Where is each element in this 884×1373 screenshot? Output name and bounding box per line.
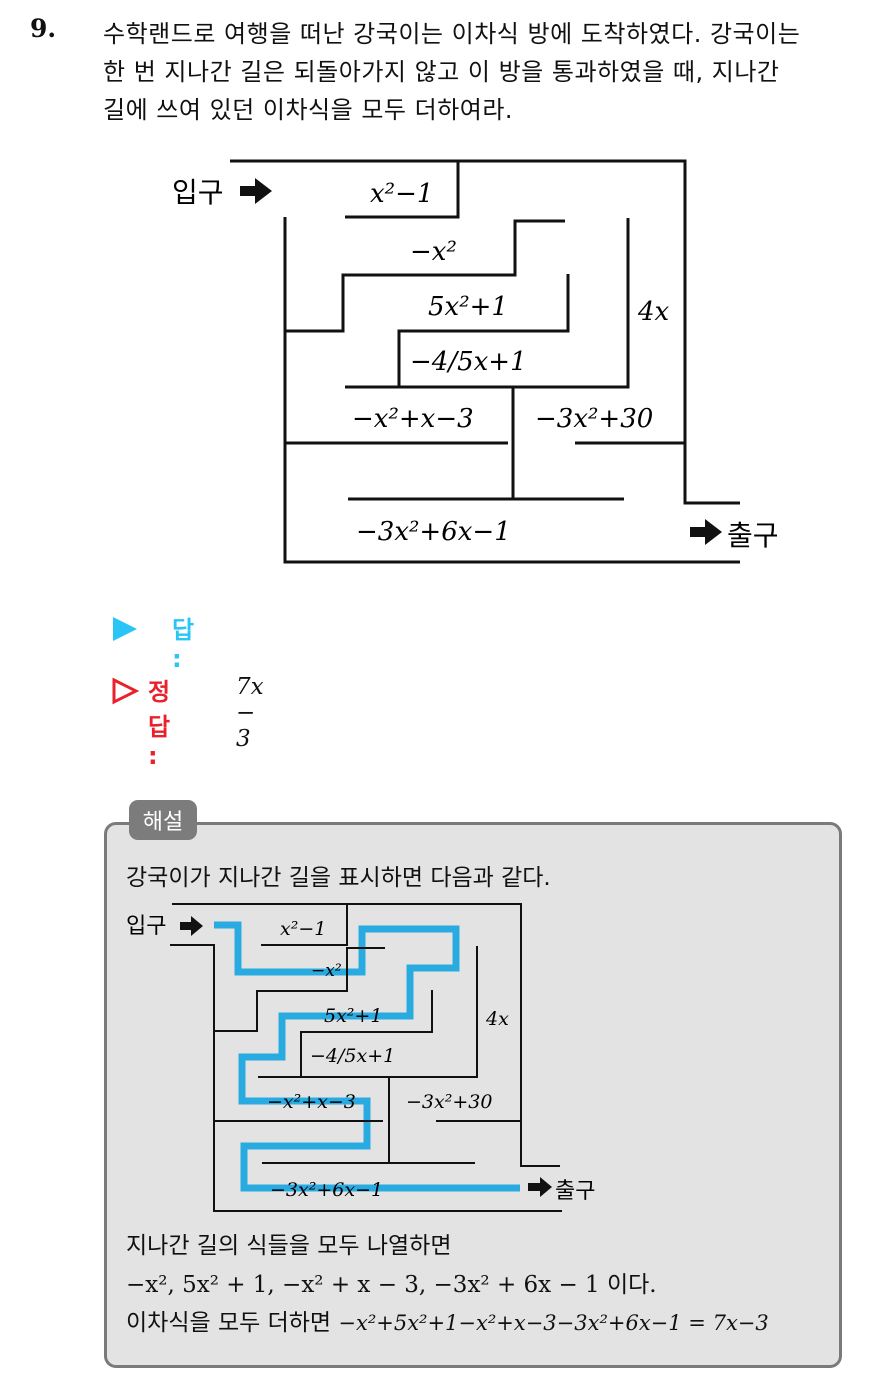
triangle-marker-icon xyxy=(113,617,137,641)
solution-line-3: 이차식을 모두 더하면 −x²+5x²+1−x²+x−3−3x²+6x−1 = … xyxy=(126,1303,769,1337)
solution-label-5x2p1: 5x²+1 xyxy=(324,1005,382,1027)
solution-line-3-prefix: 이차식을 모두 더하면 xyxy=(126,1310,332,1336)
maze-label-m3x2p6xm1: −3x²+6x−1 xyxy=(356,517,511,547)
solution-label-mx2: −x² xyxy=(311,961,342,981)
maze-label-m3x2p30: −3x²+30 xyxy=(535,404,653,434)
answer-label: 답 : xyxy=(172,616,195,673)
question-number: 9. xyxy=(30,14,57,43)
question-line-1: 수학랜드로 여행을 떠난 강국이는 이차식 방에 도착하였다. 강국이는 xyxy=(103,20,801,48)
solution-line-3-expr: −x²+5x²+1−x²+x−3−3x²+6x−1 = 7x−3 xyxy=(338,1311,769,1335)
solution-tag: 해설 xyxy=(129,800,197,840)
question-line-3: 길에 쓰여 있던 이차식을 모두 더하여라. xyxy=(103,96,514,124)
maze-label-mx2pxm3: −x²+x−3 xyxy=(352,404,474,434)
solution-label-4x: 4x xyxy=(485,1008,509,1030)
solution-line-2: −x², 5x² + 1, −x² + x − 3, −3x² + 6x − 1… xyxy=(126,1272,657,1298)
arrow-right-icon xyxy=(180,916,203,936)
correct-value: 7x − 3 xyxy=(236,674,264,752)
solution-label-mx2pxm3: −x²+x−3 xyxy=(267,1091,356,1113)
maze-label-mx2: −x² xyxy=(410,237,457,267)
solution-label-frac: −4/5x+1 xyxy=(310,1045,395,1067)
entrance-label: 입구 xyxy=(172,176,224,209)
maze-walls xyxy=(230,159,740,564)
solution-exit-label: 출구 xyxy=(555,1179,595,1204)
question-line-2: 한 번 지나간 길은 되돌아가지 않고 이 방을 통과하였을 때, 지나간 xyxy=(103,58,780,86)
arrow-right-icon xyxy=(240,178,272,204)
triangle-outline-icon xyxy=(112,677,140,705)
solution-maze-walls xyxy=(170,903,562,1212)
maze-diagram: 입구 x²−1 −x² 5x²+1 −4/5x+1 −x²+x−3 −3x²+3… xyxy=(172,159,779,564)
exit-label: 출구 xyxy=(727,519,779,552)
solution-label-x2m1: x²−1 xyxy=(280,918,326,940)
maze-label-4x: 4x xyxy=(637,297,670,327)
solution-line-1: 지나간 길의 식들을 모두 나열하면 xyxy=(126,1233,452,1259)
solution-entrance-label: 입구 xyxy=(126,914,166,939)
solution-intro: 강국이가 지나간 길을 표시하면 다음과 같다. xyxy=(126,865,551,891)
solution-box xyxy=(104,822,842,1368)
solution-path xyxy=(214,921,520,1192)
correct-label: 정답 : xyxy=(148,678,171,770)
solution-label-m3x2p30: −3x²+30 xyxy=(406,1091,492,1113)
maze-label-5x2p1: 5x²+1 xyxy=(428,292,508,322)
maze-label-frac: −4/5x+1 xyxy=(410,347,527,377)
solution-label-m3x2p6xm1: −3x²+6x−1 xyxy=(270,1179,383,1201)
arrow-right-icon xyxy=(690,519,722,545)
maze-label-x2m1: x²−1 xyxy=(370,179,433,209)
arrow-right-icon xyxy=(528,1177,552,1197)
